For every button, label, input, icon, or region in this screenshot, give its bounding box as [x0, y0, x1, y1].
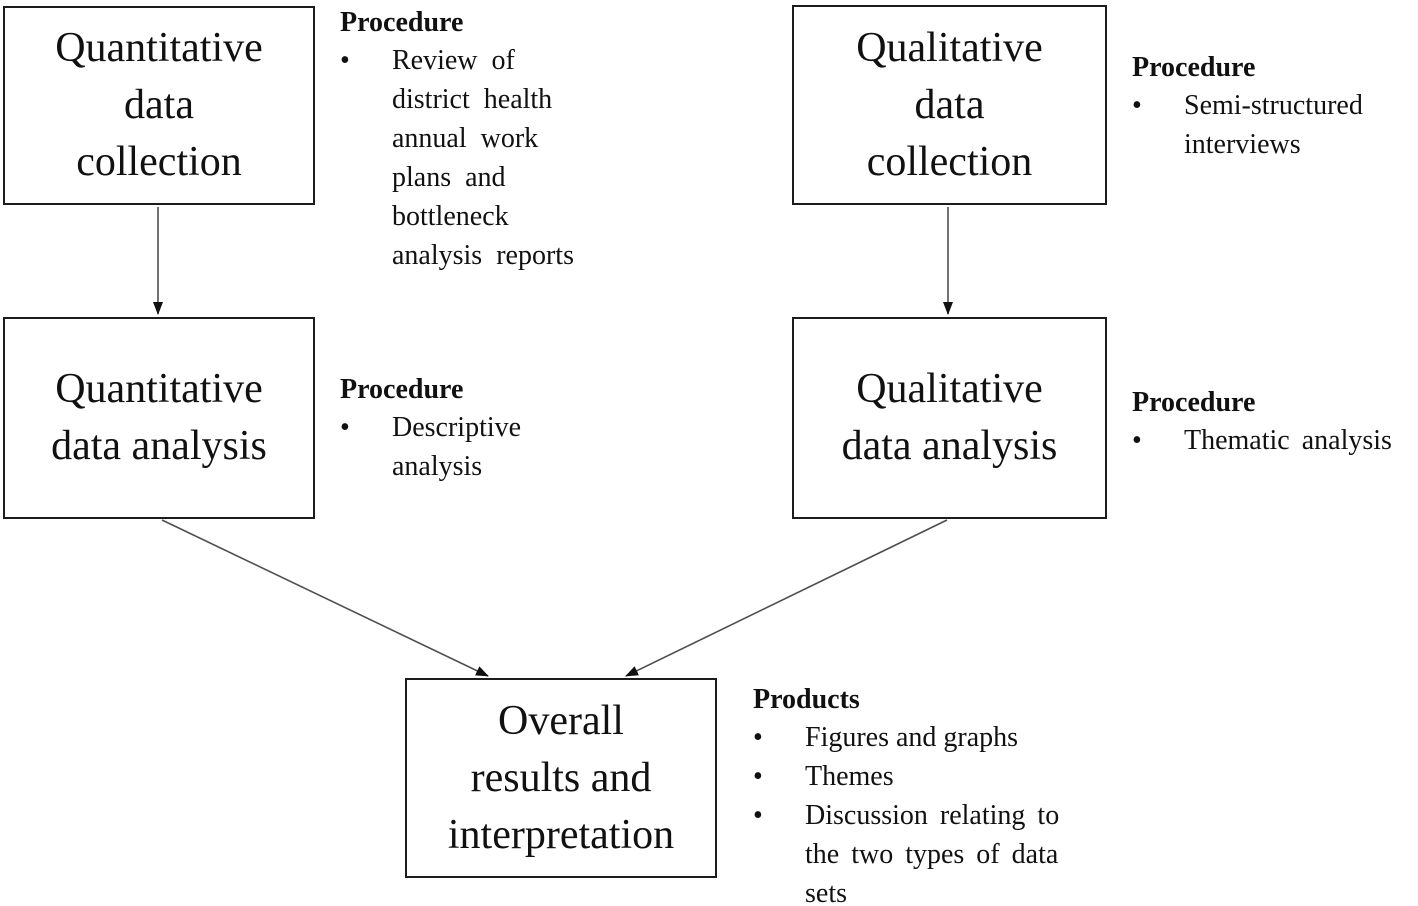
node-label: Quantitative data analysis — [51, 366, 267, 469]
bullet-marker: • — [753, 722, 763, 753]
node-qualitative-data-collection: Qualitative data collection — [792, 5, 1107, 205]
node-qualitative-data-analysis: Qualitative data analysis — [792, 317, 1107, 519]
bullet-text: Descriptive analysis — [392, 412, 522, 482]
node-quantitative-data-collection: Quantitative data collection — [3, 6, 315, 205]
node-label: Overall results and interpretation — [447, 697, 675, 858]
bullet-text: Thematic analysis — [1184, 425, 1392, 456]
node-label: Qualitative data collection — [856, 24, 1043, 185]
bullet-item: • Thematic analysis — [1132, 421, 1418, 460]
bullet-text: Themes — [805, 761, 894, 792]
bullet-item: • Themes — [753, 757, 1121, 796]
annotation-heading: Procedure — [1132, 387, 1256, 418]
bullet-marker: • — [753, 761, 763, 792]
annotation-procedure-quant-analysis: Procedure • Descriptive analysis — [340, 372, 612, 486]
bullet-item: • Review of district health annual work … — [340, 41, 612, 275]
arrow-quant-analysis-to-overall — [161, 519, 489, 677]
annotation-procedure-quant-collection: Procedure • Review of district health an… — [340, 5, 612, 275]
bullet-marker: • — [1132, 90, 1142, 121]
bullet-item: • Figures and graphs — [753, 718, 1121, 757]
bullet-marker: • — [340, 45, 350, 76]
bullet-item: • Discussion relating to the two types o… — [753, 796, 1121, 906]
annotation-heading: Procedure — [1132, 52, 1256, 83]
annotation-heading: Products — [753, 684, 860, 715]
node-quantitative-data-analysis: Quantitative data analysis — [3, 317, 315, 519]
annotation-procedure-qual-collection: Procedure • Semi-structured interviews — [1132, 50, 1418, 164]
bullet-text: Review of district health annual work pl… — [392, 45, 574, 271]
bullet-marker: • — [753, 800, 763, 831]
bullet-text: Semi-structured interviews — [1184, 90, 1363, 160]
node-label: Quantitative data collection — [55, 25, 263, 185]
annotation-heading: Procedure — [340, 374, 464, 405]
bullet-marker: • — [1132, 425, 1142, 456]
annotation-products-overall: Products • Figures and graphs • Themes •… — [753, 682, 1121, 906]
bullet-text: Figures and graphs — [805, 722, 1019, 753]
bullet-text: Discussion relating to the two types of … — [805, 800, 1060, 906]
node-overall-results-interpretation: Overall results and interpretation — [405, 678, 717, 878]
node-label: Qualitative data analysis — [841, 366, 1058, 469]
bullet-marker: • — [340, 412, 350, 443]
arrow-qual-analysis-to-overall — [625, 519, 948, 677]
bullet-item: • Descriptive analysis — [340, 408, 612, 486]
annotation-heading: Procedure — [340, 7, 464, 38]
bullet-item: • Semi-structured interviews — [1132, 86, 1418, 164]
annotation-procedure-qual-analysis: Procedure • Thematic analysis — [1132, 385, 1418, 460]
